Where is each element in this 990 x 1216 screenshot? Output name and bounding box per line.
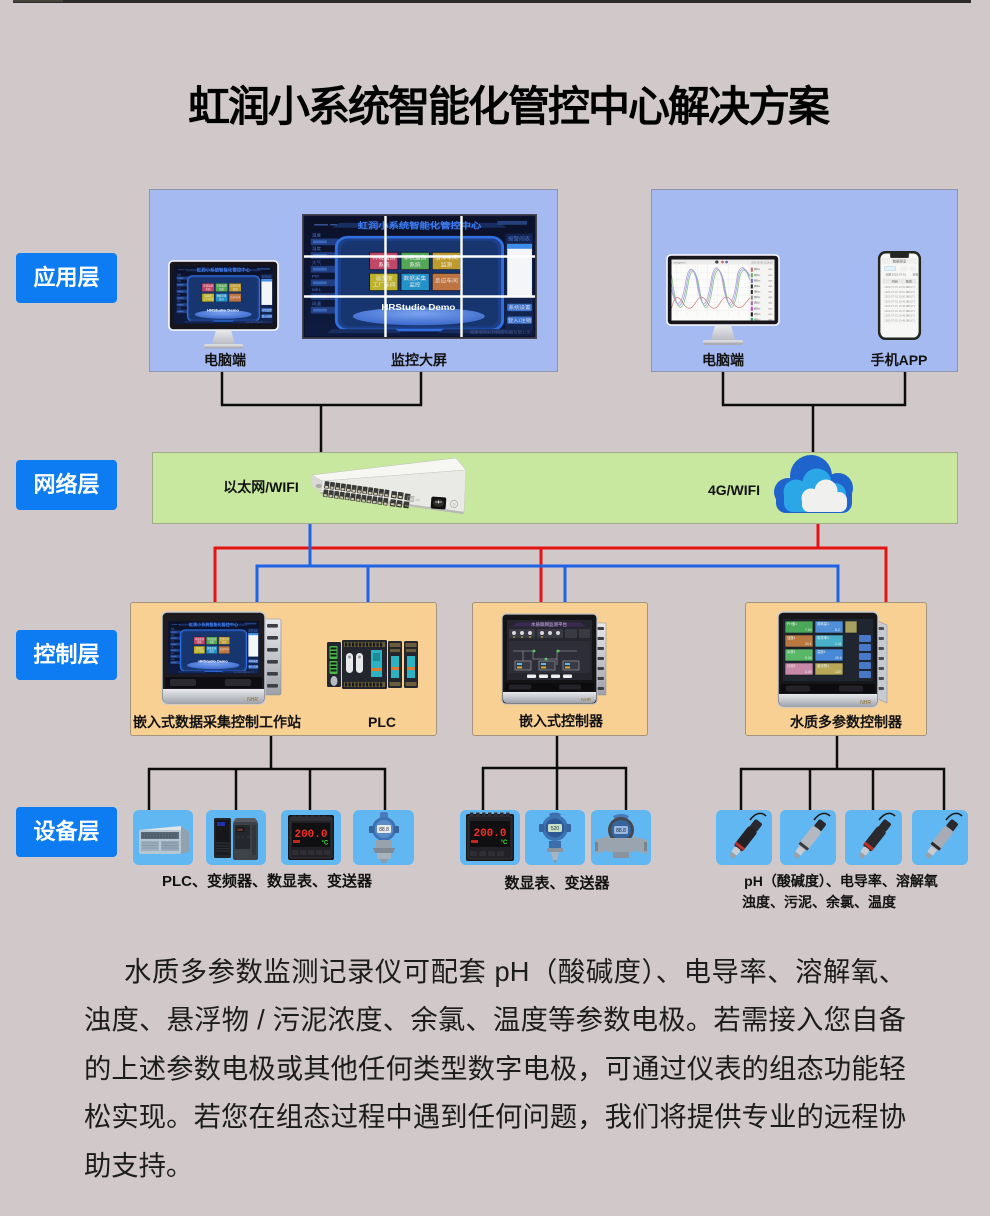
svg-text:3.05: 3.05	[805, 670, 812, 674]
svg-text:0.0171: 0.0171	[907, 295, 915, 299]
svg-text:NHR: NHR	[581, 697, 591, 702]
svg-text:数据预览: 数据预览	[893, 258, 907, 263]
svg-text:888: 888	[237, 828, 243, 832]
svg-text:0.0171: 0.0171	[907, 290, 915, 294]
svg-text:2022-07-15 10:51:08: 2022-07-15 10:51:08	[885, 290, 910, 294]
svg-text:200.0: 200.0	[294, 829, 327, 841]
svg-text:CE: CE	[415, 498, 420, 502]
svg-text:120: 120	[835, 670, 841, 674]
svg-text:2022-07-15 10:48:08: 2022-07-15 10:48:08	[885, 304, 910, 308]
svg-text:NHR: NHR	[860, 700, 871, 706]
svg-text:0.0171: 0.0171	[907, 299, 915, 303]
svg-text:88.8: 88.8	[616, 828, 626, 834]
svg-text:0.0171: 0.0171	[907, 318, 915, 322]
svg-text:0.0171: 0.0171	[907, 314, 915, 318]
svg-text:0.0171: 0.0171	[907, 309, 915, 313]
svg-text:悬浮物1: 悬浮物1	[817, 663, 829, 668]
svg-text:2022-07-15 10:46:08: 2022-07-15 10:46:08	[885, 314, 910, 318]
svg-text:°C: °C	[322, 841, 329, 847]
svg-text:温度1: 温度1	[817, 649, 826, 654]
svg-text:2022-07-15 10:45:08: 2022-07-15 10:45:08	[885, 318, 910, 322]
svg-text:查询: 查询	[913, 272, 919, 277]
svg-text:8.2: 8.2	[835, 628, 840, 632]
svg-text:日期 2022-07-15: 日期 2022-07-15	[885, 272, 906, 277]
svg-text:2022-07-15 10:52:08: 2022-07-15 10:52:08	[885, 285, 910, 289]
svg-text:0.0171: 0.0171	[907, 304, 915, 308]
svg-text:7.00: 7.00	[805, 628, 812, 632]
svg-text:PH值1: PH值1	[787, 621, 797, 626]
svg-text:20.1: 20.1	[805, 642, 812, 646]
svg-text:水质联网监测平台: 水质联网监测平台	[531, 621, 567, 628]
svg-text:余氯1: 余氯1	[787, 649, 796, 654]
svg-text:0.30: 0.30	[805, 656, 812, 660]
svg-text:时间: 时间	[892, 278, 898, 283]
svg-text:0.0171: 0.0171	[907, 285, 915, 289]
svg-text:2022-07-15 10:50:08: 2022-07-15 10:50:08	[885, 295, 910, 299]
svg-text:溶氧量1: 溶氧量1	[817, 621, 829, 626]
svg-text:°C: °C	[501, 840, 508, 846]
svg-text:200.0: 200.0	[473, 828, 506, 840]
svg-text:浊度1: 浊度1	[787, 635, 796, 640]
svg-text:88.8: 88.8	[379, 827, 389, 833]
svg-text:2022-07-15 10:47:08: 2022-07-15 10:47:08	[885, 309, 910, 313]
svg-text:520: 520	[551, 826, 560, 832]
svg-text:数值: 数值	[906, 278, 912, 283]
svg-text:1.41: 1.41	[835, 642, 842, 646]
svg-text:电导率1: 电导率1	[817, 635, 829, 640]
svg-text:G: G	[452, 502, 455, 507]
svg-text:2022-07-15 10:49:08: 2022-07-15 10:49:08	[885, 299, 910, 303]
svg-text:25.6: 25.6	[835, 656, 842, 660]
svg-text:NHR: NHR	[247, 697, 258, 703]
svg-text:污泥1: 污泥1	[787, 663, 796, 668]
